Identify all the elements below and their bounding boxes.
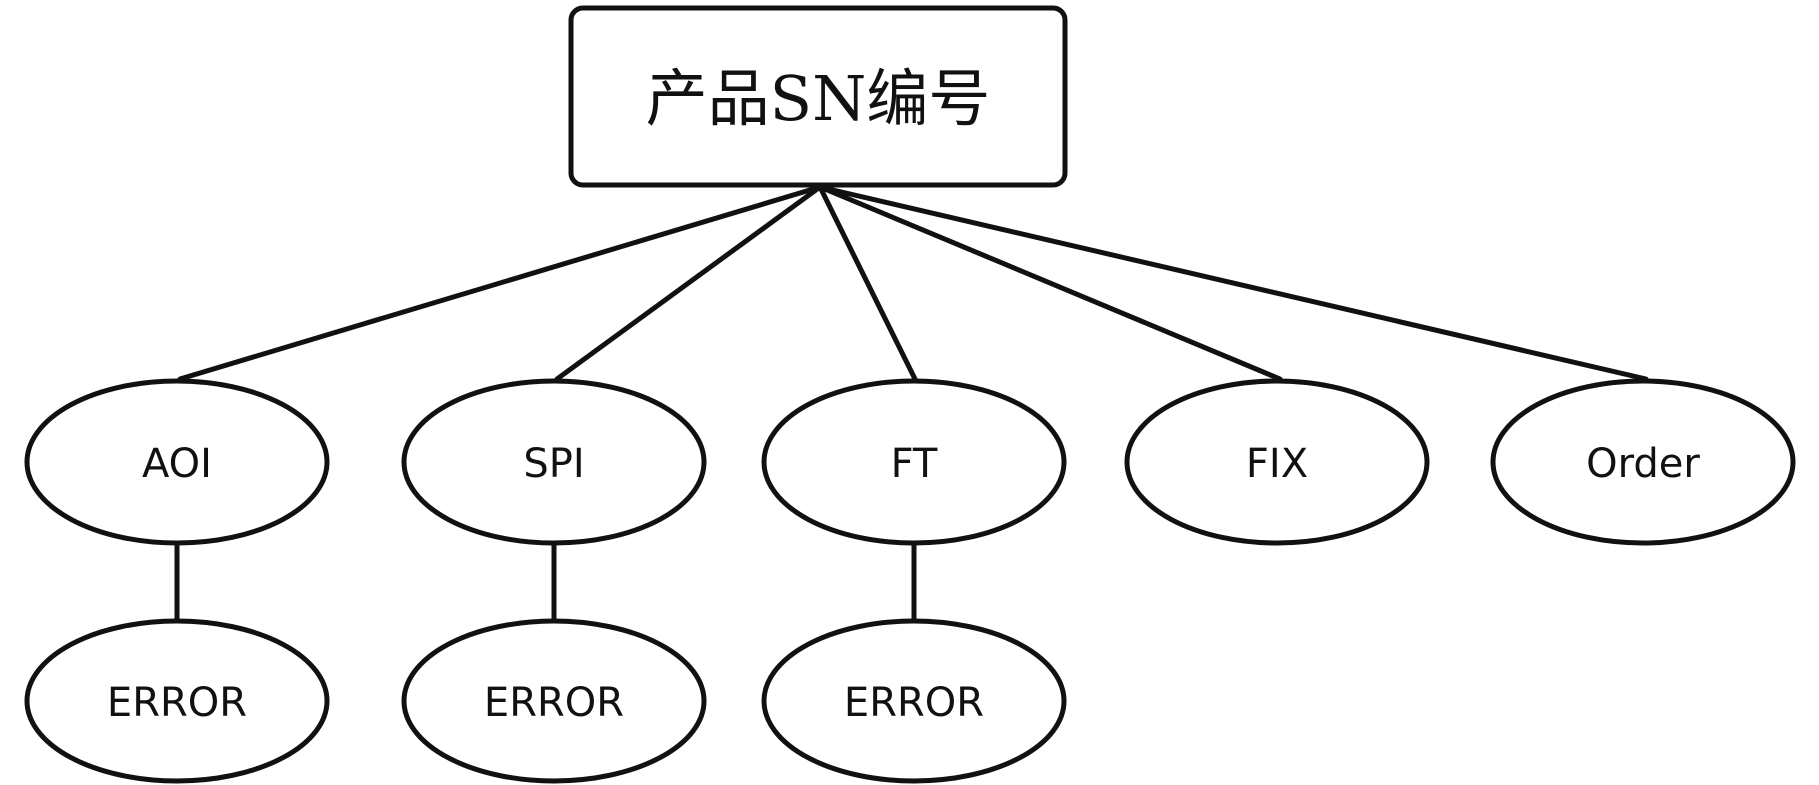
edge-root-ft — [817, 184, 918, 382]
error-node-aoi: ERROR — [24, 618, 330, 784]
error-label-aoi: ERROR — [107, 680, 247, 726]
station-node-spi: SPI — [401, 378, 707, 546]
error-ellipse-aoi — [24, 618, 330, 784]
station-ellipse-order — [1490, 378, 1796, 546]
station-label-aoi: AOI — [142, 441, 212, 487]
root-label: 产品SN编号 — [646, 62, 991, 135]
station-node-fix: FIX — [1124, 378, 1430, 546]
root-box — [568, 5, 1068, 188]
error-label-spi: ERROR — [484, 680, 624, 726]
edge-root-fix — [817, 184, 1283, 382]
station-ellipse-fix — [1124, 378, 1430, 546]
station-node-ft: FT — [761, 378, 1067, 546]
edge-root-spi — [554, 184, 823, 382]
station-label-ft: FT — [891, 441, 938, 487]
root-node: 产品SN编号 — [568, 5, 1068, 188]
error-ellipse-ft — [761, 618, 1067, 784]
station-ellipse-aoi — [24, 378, 330, 546]
station-node-order: Order — [1490, 378, 1796, 546]
edge-root-order — [817, 184, 1649, 382]
station-label-fix: FIX — [1246, 441, 1308, 487]
station-ellipse-spi — [401, 378, 707, 546]
station-node-aoi: AOI — [24, 378, 330, 546]
error-node-spi: ERROR — [401, 618, 707, 784]
station-ellipse-ft — [761, 378, 1067, 546]
station-label-order: Order — [1586, 441, 1700, 487]
error-node-ft: ERROR — [761, 618, 1067, 784]
edge-root-aoi — [177, 184, 823, 382]
station-label-spi: SPI — [523, 441, 584, 487]
error-ellipse-spi — [401, 618, 707, 784]
error-label-ft: ERROR — [844, 680, 984, 726]
